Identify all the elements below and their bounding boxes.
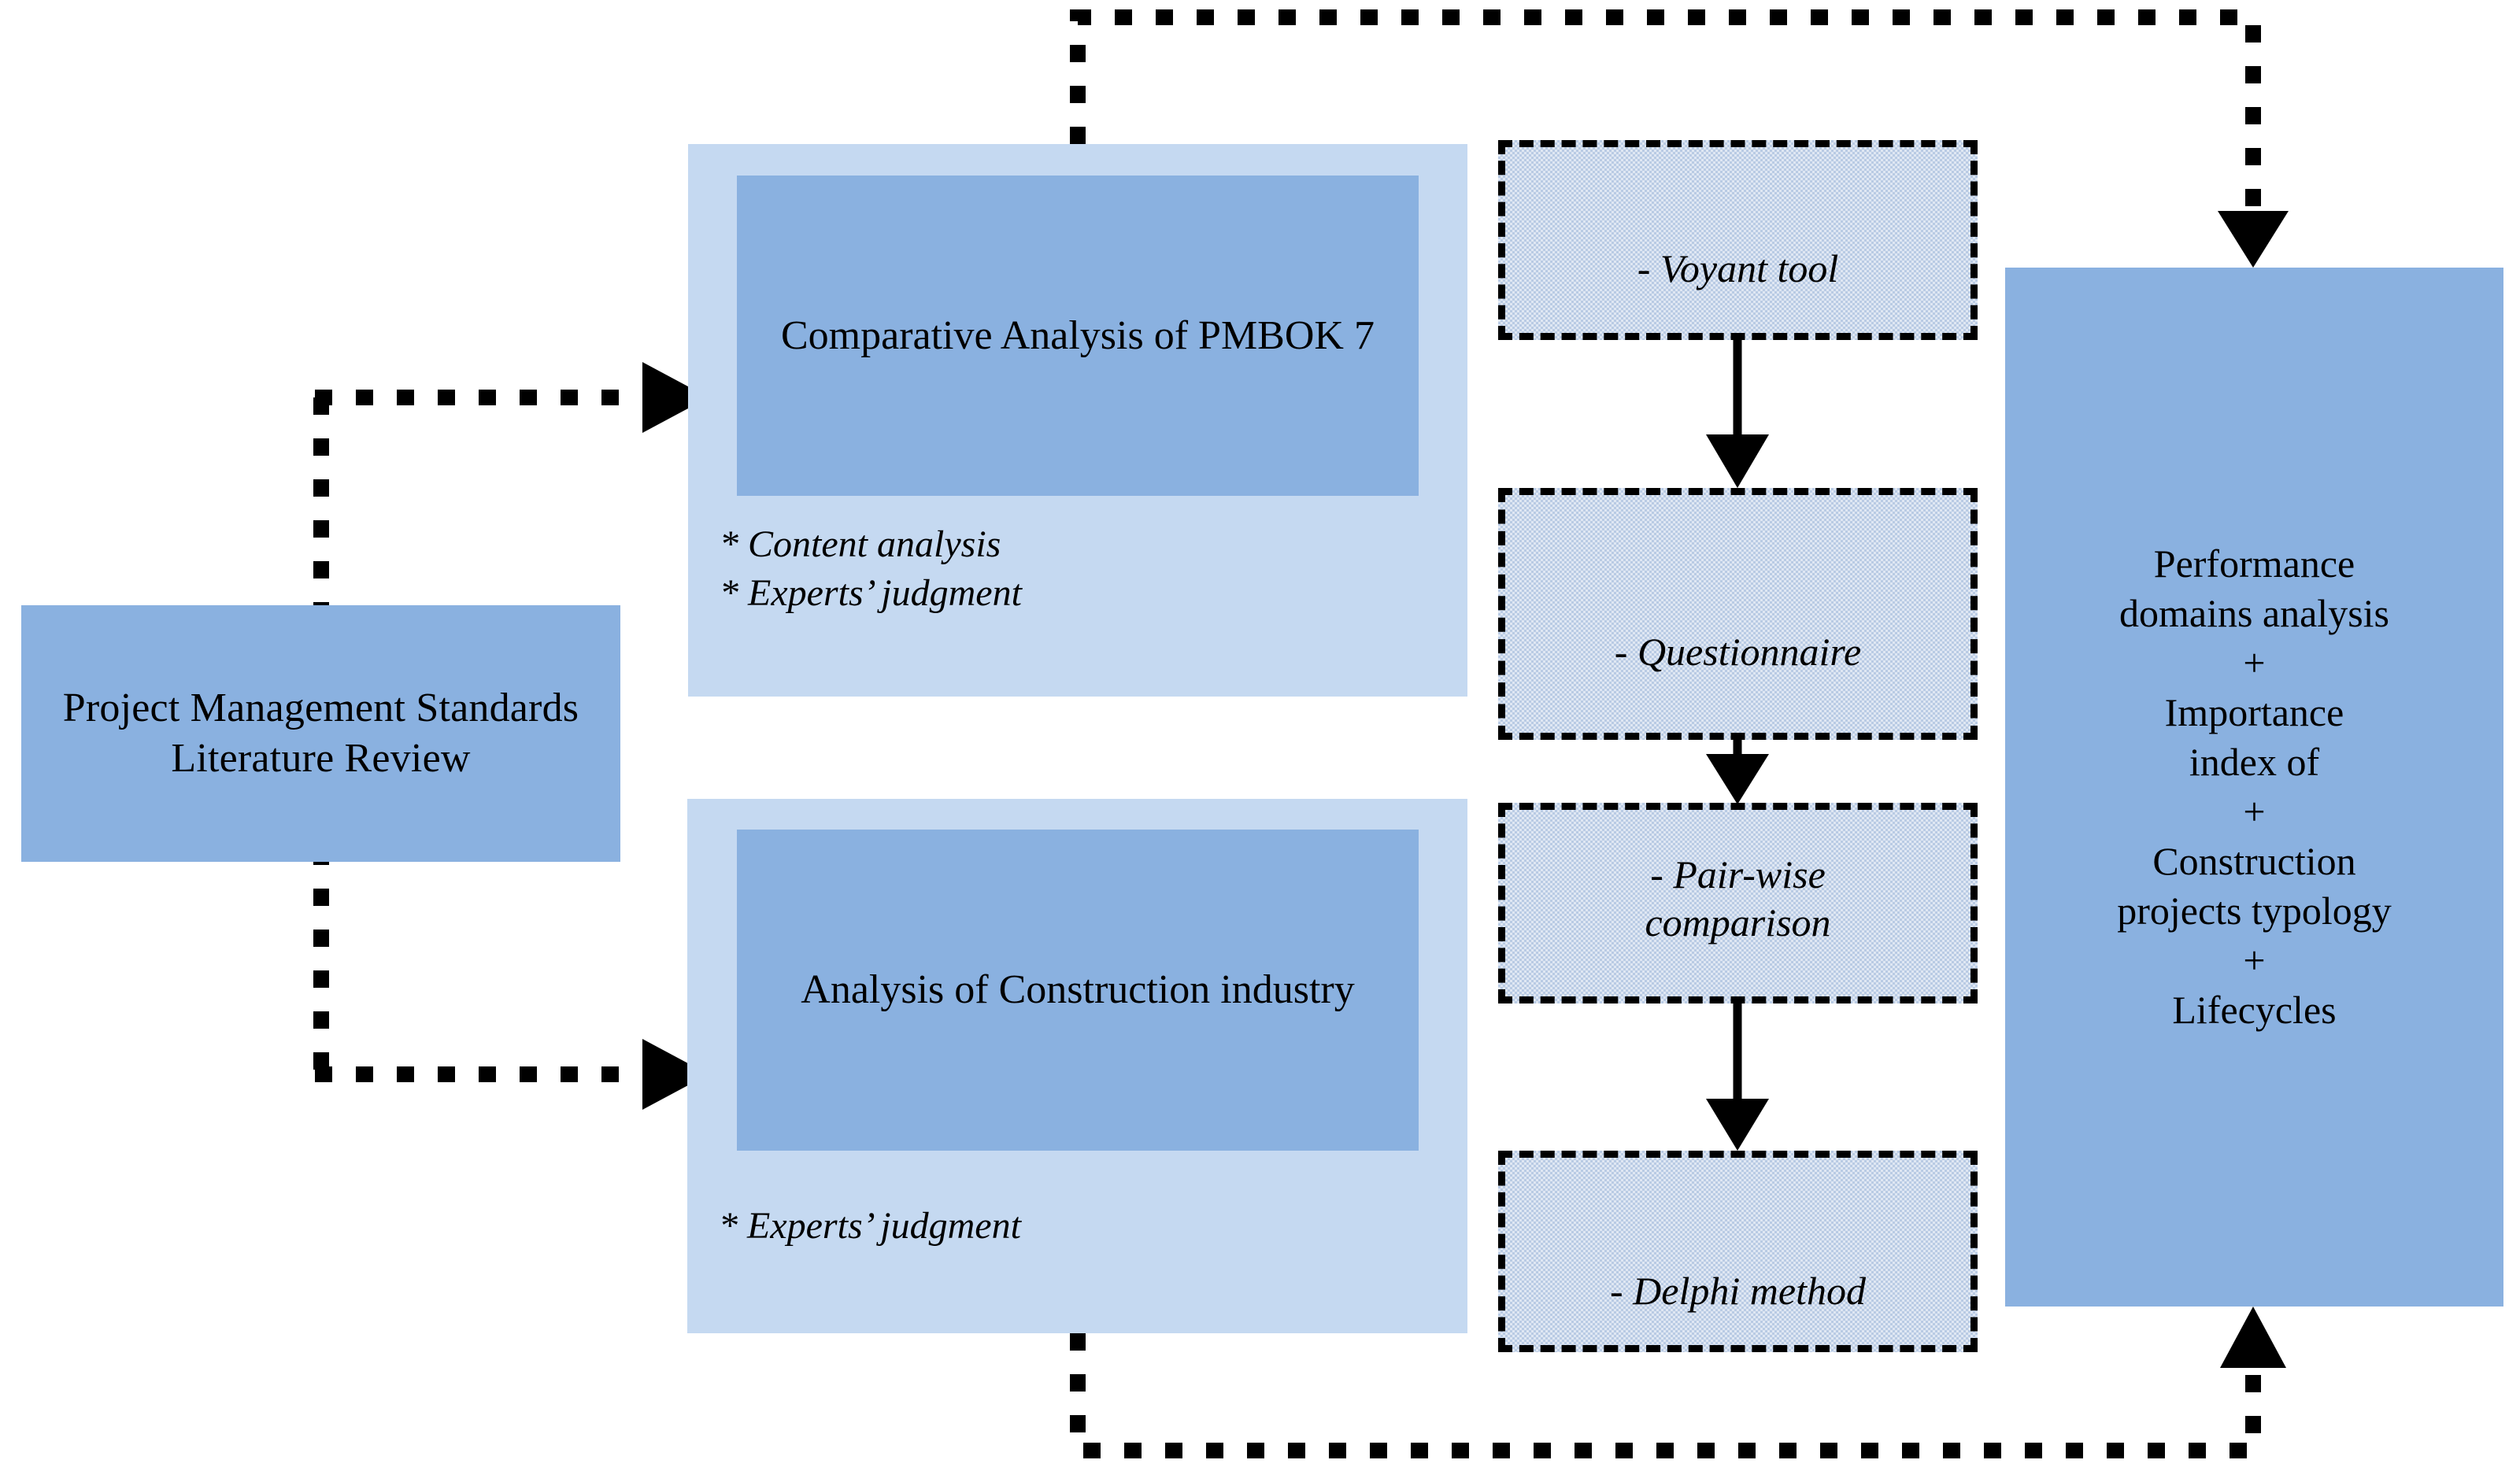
arrowhead-top-feedback: [2218, 211, 2289, 268]
node-pmbok-title: Comparative Analysis of PMBOK 7: [781, 312, 1375, 358]
node-pmbok-title-box[interactable]: Comparative Analysis of PMBOK 7: [737, 176, 1419, 496]
node-literature-review[interactable]: Project Management Standards Literature …: [21, 605, 620, 862]
node-literature-review-label: Project Management Standards Literature …: [62, 686, 579, 781]
method-box-questionnaire[interactable]: - Questionnaire: [1498, 488, 1978, 740]
node-construction-bullets: * Experts’ judgment: [719, 1205, 1021, 1247]
arrowhead-questionnaire-to-pairwise: [1706, 754, 1769, 804]
arrowhead-bottom-feedback: [2220, 1307, 2286, 1368]
method-box-voyant[interactable]: - Voyant tool: [1498, 140, 1978, 340]
arrowhead-voyant-to-questionnaire: [1706, 434, 1769, 488]
arrowhead-pairwise-to-delphi: [1706, 1099, 1769, 1151]
connector-method-chain: [1706, 340, 1769, 1151]
node-construction-title-box[interactable]: Analysis of Construction industry: [737, 830, 1419, 1151]
method-box-pairwise-comparison[interactable]: - Pair-wise comparison: [1498, 803, 1978, 1003]
method-box-voyant-label: - Voyant tool: [1637, 246, 1839, 290]
method-box-pairwise-comparison-label: - Pair-wise comparison: [1645, 852, 1831, 944]
group-pmbok-analysis[interactable]: Comparative Analysis of PMBOK 7 * Conten…: [688, 144, 1467, 697]
method-box-delphi-label: - Delphi method: [1610, 1268, 1866, 1313]
node-construction-title: Analysis of Construction industry: [801, 967, 1355, 1013]
method-box-questionnaire-label: - Questionnaire: [1614, 629, 1862, 674]
node-outcome-label: Performance domains analysis + Importanc…: [2117, 541, 2392, 1032]
node-pmbok-bullets: * Content analysis * Experts’ judgment: [720, 523, 1022, 615]
group-construction-analysis[interactable]: Analysis of Construction industry * Expe…: [687, 799, 1467, 1333]
node-outcome[interactable]: Performance domains analysis + Importanc…: [2005, 268, 2503, 1307]
method-box-delphi[interactable]: - Delphi method: [1498, 1151, 1978, 1352]
